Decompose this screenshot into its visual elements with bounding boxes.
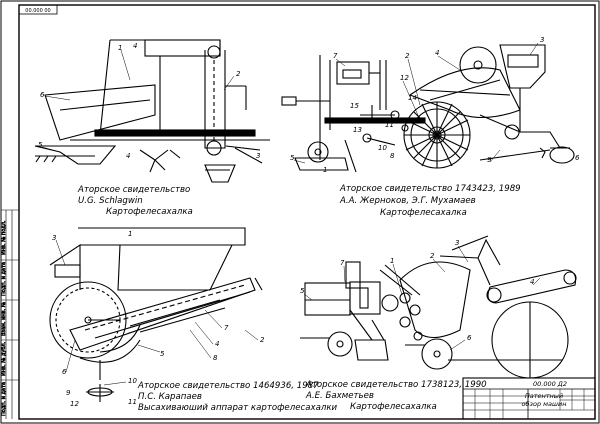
svg-text:3: 3 (540, 36, 544, 44)
svg-text:Высахиваюший аппарат картофеле: Высахиваюший аппарат картофелесахалки (138, 403, 338, 413)
panel-top-left-caption: Аторское свидетельство U.G. Schlagwin Ка… (77, 185, 193, 217)
panel-top-right-callouts: 7 2 3 4 12 14 15 13 11 10 8 5 1 9 6 (290, 36, 580, 174)
svg-text:4: 4 (133, 42, 137, 50)
panel-top-left-callouts: 1 4 6 2 5 4 3 (38, 42, 260, 160)
side-label-3: Взам. инв. № (1, 301, 7, 336)
svg-text:9: 9 (487, 156, 492, 164)
svg-text:7: 7 (224, 324, 229, 332)
svg-text:А.А. Жерноков, Э.Г. Мухамаев: А.А. Жерноков, Э.Г. Мухамаев (339, 196, 476, 206)
svg-text:10: 10 (128, 377, 137, 385)
title-block-name-line-2: обзор машин (522, 400, 567, 408)
corner-code: 00.000 00 (25, 8, 50, 14)
svg-text:6: 6 (575, 154, 580, 162)
svg-text:Картофелесахалка: Картофелесахалка (106, 207, 193, 217)
panel-bottom-left-drawing (49, 227, 263, 402)
svg-text:4: 4 (215, 340, 219, 348)
title-block-designation: 00.000 Д2 (533, 380, 567, 388)
svg-text:5: 5 (160, 350, 165, 358)
panel-top-right-caption: Аторское свидетельство 1743423, 1989 А.А… (339, 184, 521, 218)
panel-bottom-right-drawing (300, 235, 577, 379)
svg-text:15: 15 (350, 102, 359, 110)
svg-text:А.Е. Бахметьев: А.Е. Бахметьев (305, 391, 374, 401)
svg-text:8: 8 (390, 152, 395, 160)
svg-text:7: 7 (340, 259, 345, 267)
svg-text:10: 10 (378, 144, 387, 152)
svg-text:12: 12 (70, 400, 79, 408)
svg-text:4: 4 (126, 152, 130, 160)
panel-bottom-right-caption: Аторское свидетельство 1738123, 1990 А.Е… (305, 380, 487, 412)
svg-text:Аторское свидетельство 146493: Аторское свидетельство 1464936, 1987 (137, 381, 319, 391)
side-label-2: Подп. и дата (1, 262, 7, 296)
svg-text:2: 2 (430, 252, 435, 260)
panel-bottom-left-caption: Аторское свидетельство 1464936, 1987 П.С… (137, 381, 338, 413)
svg-text:7: 7 (333, 52, 338, 60)
side-label-strip: Инв. № подл. Подп. и дата Взам. инв. № И… (1, 209, 19, 419)
panel-bottom-left-callouts: 3 1 2 7 4 8 5 6 9 10 12 11 (52, 230, 265, 408)
panel-top-right-drawing (281, 44, 575, 173)
side-label-4: Инв. № дубл. (1, 341, 7, 376)
side-label-1: Инв. № подл. (1, 220, 7, 255)
svg-text:6: 6 (40, 91, 45, 99)
svg-text:3: 3 (455, 239, 459, 247)
svg-text:4: 4 (435, 49, 439, 57)
svg-text:2: 2 (260, 336, 265, 344)
svg-text:13: 13 (353, 126, 362, 134)
svg-text:4: 4 (530, 278, 534, 286)
svg-text:Картофелесахалка: Картофелесахалка (350, 402, 437, 412)
svg-text:U.G. Schlagwin: U.G. Schlagwin (78, 196, 143, 206)
svg-text:2: 2 (405, 52, 410, 60)
panel-top-left-drawing (34, 39, 270, 183)
svg-text:5: 5 (38, 141, 43, 149)
svg-text:6: 6 (62, 368, 67, 376)
svg-text:5: 5 (300, 287, 305, 295)
svg-text:3: 3 (52, 234, 56, 242)
svg-text:8: 8 (213, 354, 218, 362)
corner-code-box: 00.000 00 (18, 4, 58, 15)
svg-text:Аторское свидетельство 174342: Аторское свидетельство 1743423, 1989 (339, 184, 521, 194)
sheet-inner-frame (18, 4, 596, 420)
svg-text:1: 1 (390, 257, 394, 265)
panel-bottom-right-callouts: 7 1 2 3 4 5 6 (300, 239, 541, 351)
title-block (462, 377, 596, 420)
svg-text:Аторское свидетельство: Аторское свидетельство (77, 185, 190, 195)
svg-text:1: 1 (323, 166, 327, 174)
svg-text:1: 1 (118, 44, 122, 52)
svg-text:2: 2 (236, 70, 241, 78)
svg-text:11: 11 (128, 398, 137, 406)
svg-text:3: 3 (256, 152, 260, 160)
svg-text:6: 6 (467, 334, 472, 342)
svg-text:12: 12 (400, 74, 409, 82)
svg-text:1: 1 (128, 230, 132, 238)
svg-text:9: 9 (66, 389, 71, 397)
svg-text:14: 14 (408, 94, 417, 102)
svg-text:Картофелесахалка: Картофелесахалка (380, 208, 467, 218)
svg-text:П.С. Карапаев: П.С. Карапаев (138, 392, 202, 402)
title-block-name-line-1: Патентный (525, 392, 563, 400)
side-label-5: Подп. и дата (1, 382, 7, 416)
svg-text:5: 5 (290, 154, 295, 162)
svg-text:11: 11 (385, 121, 394, 129)
svg-text:Аторское свидетельство 173812: Аторское свидетельство 1738123, 1990 (305, 380, 487, 390)
